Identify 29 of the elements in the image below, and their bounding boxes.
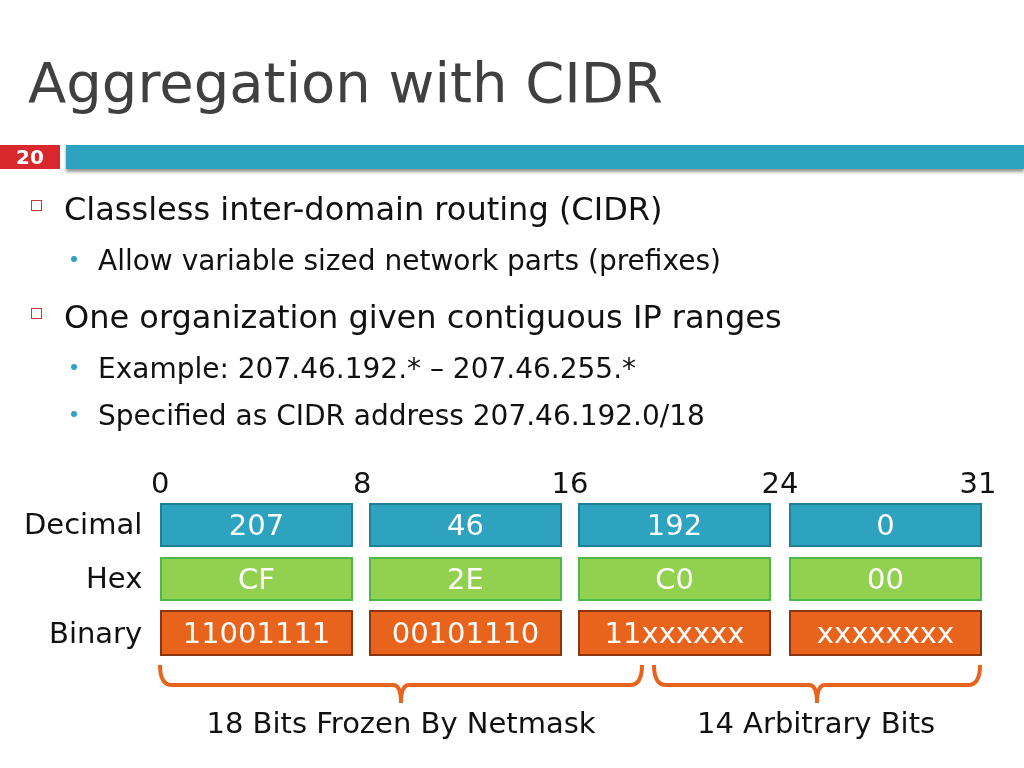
row-label: Hex	[86, 561, 143, 595]
bullet-text: Classless inter-domain routing (CIDR)	[64, 190, 663, 228]
brace-caption: 18 Bits Frozen By Netmask	[206, 706, 596, 740]
bullet-text: Specified as CIDR address 207.46.192.0/18	[98, 399, 705, 432]
bit-index: 16	[551, 466, 589, 500]
decimal-field: 46	[369, 503, 562, 547]
bullet-text: One organization given contiguous IP ranges	[64, 298, 782, 336]
binary-field: 11xxxxxx	[578, 610, 771, 656]
bullet-text: Allow variable sized network parts (prefixes)	[98, 244, 721, 277]
hex-field: 00	[789, 557, 982, 601]
row-label: Decimal	[24, 507, 143, 541]
decimal-field: 207	[160, 503, 353, 547]
slide-title: Aggregation with CIDR	[28, 50, 663, 115]
bit-index: 24	[761, 466, 799, 500]
binary-field: xxxxxxxx	[789, 610, 982, 656]
bit-index: 8	[353, 466, 372, 500]
bit-index: 0	[151, 466, 170, 500]
brace-caption: 14 Arbitrary Bits	[697, 706, 936, 740]
bit-index: 31	[959, 466, 997, 500]
binary-field: 00101110	[369, 610, 562, 656]
hex-field: 2E	[369, 557, 562, 601]
decimal-field: 0	[789, 503, 982, 547]
decimal-field: 192	[578, 503, 771, 547]
slide-number: 20	[0, 145, 60, 169]
bullet-text: Example: 207.46.192.* – 207.46.255.*	[98, 352, 637, 385]
row-label: Binary	[49, 616, 143, 650]
hex-field: C0	[578, 557, 771, 601]
binary-field: 11001111	[160, 610, 353, 656]
hex-field: CF	[160, 557, 353, 601]
